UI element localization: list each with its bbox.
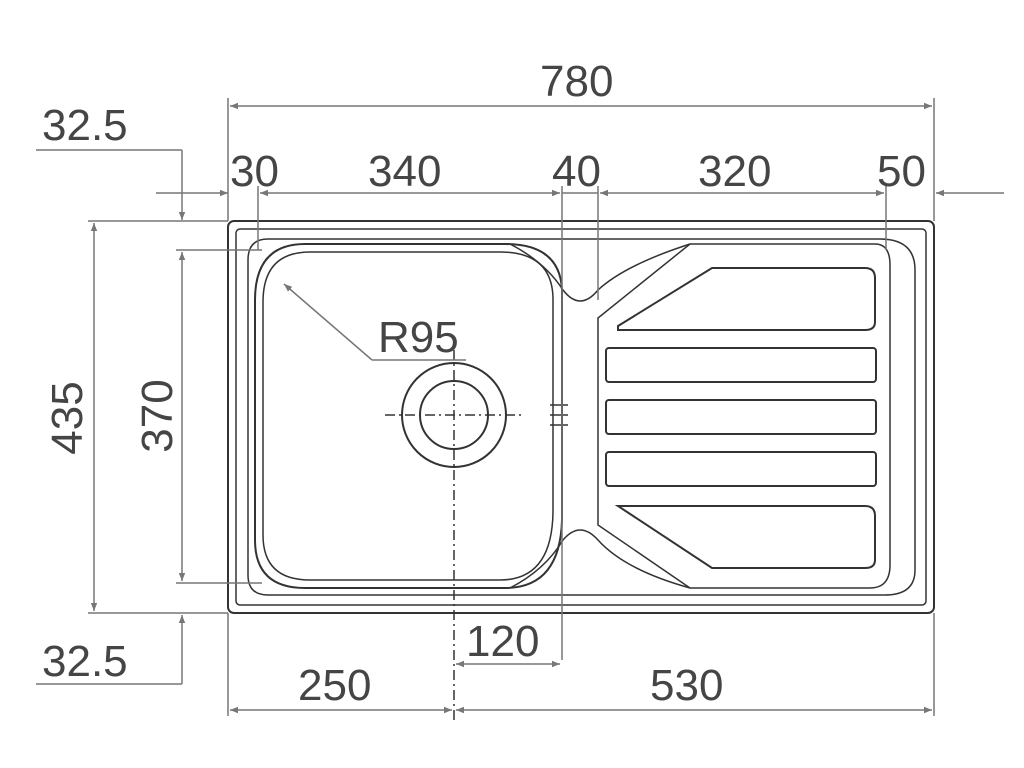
bowl-inner xyxy=(262,251,554,581)
bowl-divider-bottom xyxy=(509,529,691,589)
sink-inner-rim xyxy=(235,228,927,606)
left-dimensions: 32.5 435 370 32.5 xyxy=(36,101,262,686)
waste-from-left-label: 250 xyxy=(298,661,371,710)
margin-right-label: 50 xyxy=(877,147,926,196)
drainer-groove-3 xyxy=(605,399,877,435)
bowl-outer xyxy=(254,243,563,589)
bowl-depth-label: 370 xyxy=(133,379,182,452)
sink-outer-rim xyxy=(227,220,935,614)
divider-label: 40 xyxy=(552,147,601,196)
bowl xyxy=(254,243,691,720)
radius-callout: R95 xyxy=(283,283,466,362)
bowl-width-label: 340 xyxy=(368,147,441,196)
overall-depth-label: 435 xyxy=(43,381,92,454)
overall-width-label: 780 xyxy=(540,57,613,106)
drainer-groove-5 xyxy=(614,505,876,569)
sink-top-surface xyxy=(247,238,916,596)
bottom-offset-label: 32.5 xyxy=(42,637,128,686)
drainer-groove-4 xyxy=(605,451,877,487)
bowl-divider-top xyxy=(509,243,691,302)
sink-body xyxy=(227,220,935,614)
radius-label: R95 xyxy=(378,313,459,362)
drainer-groove-2 xyxy=(605,347,877,383)
top-dimensions: 780 30 340 40 320 50 xyxy=(190,57,1004,660)
bottom-dimensions: 120 250 530 xyxy=(227,613,935,716)
drainer xyxy=(597,243,891,589)
drainer-width-label: 320 xyxy=(698,147,771,196)
waste-to-right-label: 530 xyxy=(650,661,723,710)
waste-offset-label: 120 xyxy=(466,617,539,666)
top-offset-label: 32.5 xyxy=(42,101,128,150)
margin-left-label: 30 xyxy=(230,147,279,196)
drainer-groove-1 xyxy=(617,267,876,331)
radius-leader xyxy=(283,283,373,361)
drainer-outline xyxy=(597,243,891,589)
